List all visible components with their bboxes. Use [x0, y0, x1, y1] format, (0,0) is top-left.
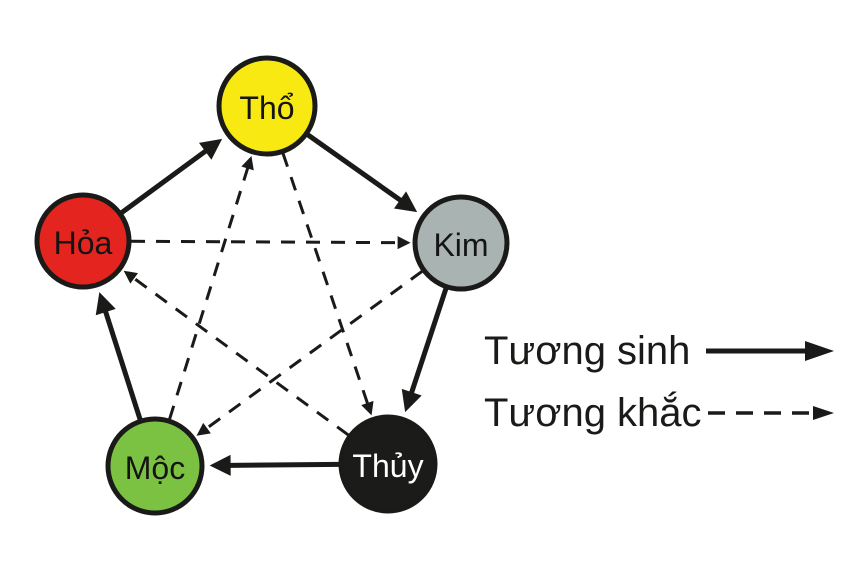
node-label-hoa: Hỏa: [54, 225, 113, 261]
node-label-moc: Mộc: [125, 450, 185, 486]
node-moc: Mộc: [105, 416, 205, 516]
node-tho: Thổ: [216, 55, 318, 157]
node-kim: Kim: [412, 194, 510, 292]
node-circle-tho: [216, 55, 318, 157]
legend-label-khac: Tương khắc: [484, 391, 702, 435]
legend-row-khac: Tương khắc: [484, 382, 834, 444]
solid-arrow-icon: [706, 341, 834, 361]
node-circle-hoa: [34, 192, 132, 290]
node-label-kim: Kim: [433, 227, 488, 263]
sinh-arrow-moc-hoa: [95, 292, 143, 421]
khac-arrow-thuy-hoa: [123, 270, 350, 437]
node-hoa: Hỏa: [34, 192, 132, 290]
node-circle-moc: [105, 416, 205, 516]
sinh-arrow-kim-thuy: [401, 287, 449, 413]
node-circle-thuy: [338, 414, 438, 514]
node-thuy: Thủy: [338, 414, 438, 514]
khac-arrow-hoa-kim: [130, 236, 411, 250]
legend: Tương sinh Tương khắc: [484, 320, 834, 444]
node-circle-kim: [412, 194, 510, 292]
khac-arrow-tho-thuy: [281, 152, 374, 416]
sinh-arrow-tho-kim: [306, 132, 418, 213]
sinh-arrow-hoa-tho: [120, 138, 223, 215]
node-label-tho: Thổ: [239, 90, 294, 126]
sinh-arrow-thuy-moc: [209, 454, 340, 476]
khac-arrow-kim-moc: [196, 270, 424, 436]
dashed-arrow-icon: [708, 406, 834, 420]
khac-arrow-moc-tho: [168, 156, 254, 420]
legend-row-sinh: Tương sinh: [484, 320, 834, 382]
node-label-thuy: Thủy: [352, 448, 423, 484]
legend-label-sinh: Tương sinh: [484, 329, 691, 373]
